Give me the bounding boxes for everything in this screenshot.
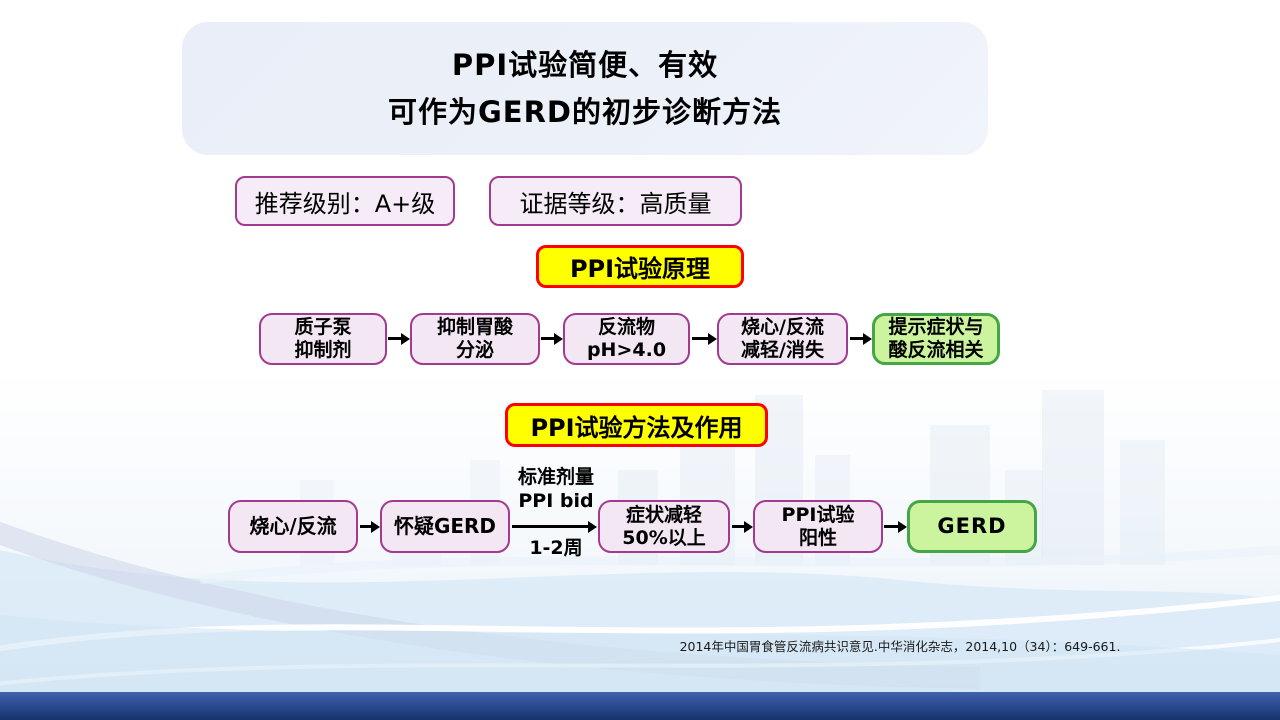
flow-arrow (732, 525, 745, 528)
badge-recommendation-label: 推荐级别：A+级 (254, 189, 436, 218)
badge-evidence-label: 证据等级：高质量 (519, 189, 712, 218)
flow-arrow (692, 337, 709, 340)
flow2-box-gerd-diagnosis: GERD (907, 500, 1037, 553)
flow1-box-acid-related-conclusion: 提示症状与 酸反流相关 (872, 313, 1000, 365)
section-heading-principle-label: PPI试验原理 (569, 255, 711, 283)
arrow-label-line: PPI bid (518, 490, 594, 512)
flow2-box-symptom-reduction: 症状减轻 50%以上 (598, 500, 730, 553)
flow-arrow-treatment (512, 525, 589, 528)
flow2-box-suspected-gerd: 怀疑GERD (380, 500, 510, 553)
flow-box-line: 酸反流相关 (888, 339, 984, 361)
flow-box-line: 抑制剂 (294, 339, 352, 361)
section-heading-principle: PPI试验原理 (536, 245, 744, 288)
flow-box-line: 烧心/反流 (249, 514, 337, 538)
flow-box-line: 反流物 (597, 316, 655, 338)
flow-box-line: 提示症状与 (888, 316, 984, 338)
arrow-label-standard-dose: 标准剂量 PPI bid (500, 465, 612, 513)
flow1-box-acid-suppression: 抑制胃酸 分泌 (410, 313, 540, 365)
slide-title-line2: 可作为GERD的初步诊断方法 (387, 95, 783, 129)
flow-box-line: 50%以上 (622, 526, 706, 549)
flow-arrow (541, 337, 555, 340)
badge-recommendation-level: 推荐级别：A+级 (235, 176, 455, 226)
section-heading-method-label: PPI试验方法及作用 (530, 413, 743, 442)
flow-arrow (884, 525, 899, 528)
flow-arrow (388, 337, 402, 340)
bottom-bar (0, 692, 1280, 720)
flow-box-line: 减轻/消失 (741, 339, 824, 361)
arrow-label-line: 标准剂量 (517, 466, 594, 488)
section-heading-method: PPI试验方法及作用 (505, 403, 768, 447)
arrow-label-duration: 1-2周 (529, 537, 583, 559)
skyline-building (1042, 390, 1104, 565)
flow-arrow (850, 337, 864, 340)
title-panel: PPI试验简便、有效 可作为GERD的初步诊断方法 (182, 22, 988, 155)
flow-arrow (360, 525, 372, 528)
flow-box-line: 症状减轻 (625, 503, 702, 526)
badge-evidence-level: 证据等级：高质量 (489, 176, 742, 226)
citation-text: 2014年中国胃食管反流病共识意见.中华消化杂志，2014,10（34）：649… (679, 639, 1121, 654)
flow-box-line: 分泌 (455, 339, 494, 361)
skyline-building (1120, 440, 1165, 565)
flow-box-line: pH>4.0 (586, 339, 667, 361)
flow1-box-reflux-ph: 反流物 pH>4.0 (563, 313, 690, 365)
flow-box-line: PPI试验 (781, 503, 855, 526)
flow1-box-symptom-relief: 烧心/反流 减轻/消失 (717, 313, 848, 365)
slide-title-line1: PPI试验简便、有效 (451, 48, 719, 82)
flow-box-line: 阳性 (798, 526, 837, 549)
flow2-box-ppi-test-positive: PPI试验 阳性 (753, 500, 883, 553)
flow1-box-proton-pump-inhibitor: 质子泵 抑制剂 (259, 313, 387, 365)
flow2-box-heartburn-reflux: 烧心/反流 (228, 500, 358, 553)
wave-decoration (0, 521, 1280, 692)
flow-box-line: GERD (937, 514, 1007, 538)
flow-box-line: 怀疑GERD (393, 514, 497, 538)
flow-box-line: 质子泵 (294, 316, 352, 338)
flow-box-line: 烧心/反流 (741, 316, 824, 338)
flow-box-line: 抑制胃酸 (436, 316, 513, 338)
